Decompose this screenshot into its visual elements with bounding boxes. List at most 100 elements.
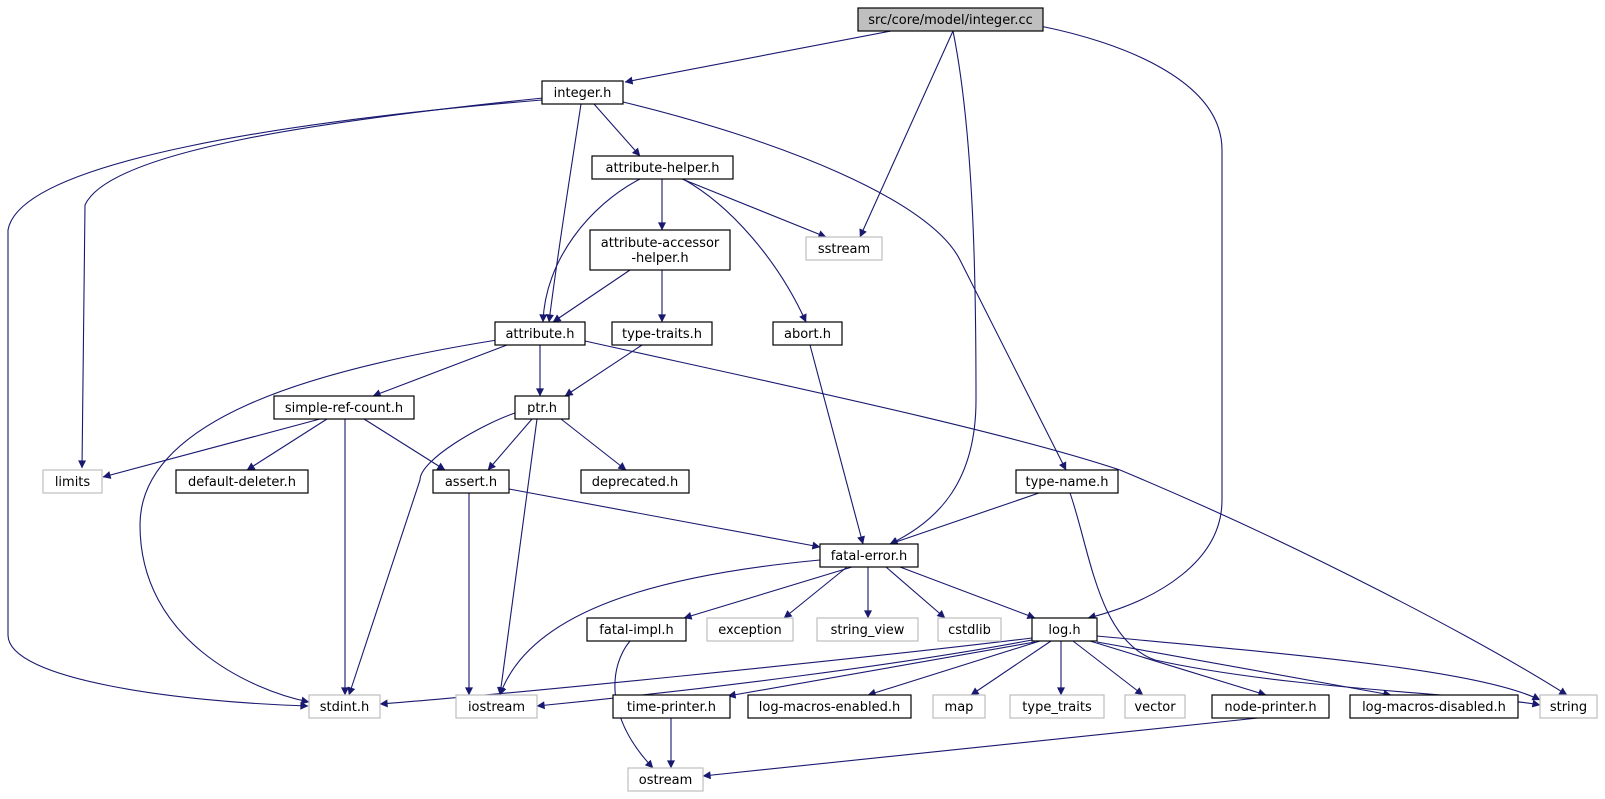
edge-integer-h-to-stdint-h: [7, 99, 543, 710]
edge-log-h-to-vector: [1072, 640, 1144, 696]
edge-attribute-h-to-simple-ref-count-h: [372, 344, 508, 398]
node-integer-h[interactable]: integer.h: [541, 80, 624, 105]
node-label: string: [1550, 700, 1587, 715]
edge-fatal-error-h-to-log-h: [899, 566, 1036, 620]
edge-integer-h-to-attribute-helper-h: [593, 103, 641, 157]
edge-log-h-to-stdint-h: [379, 637, 1033, 708]
edge-attribute-h-to-stdint-h: [139, 339, 498, 705]
edge-integer-cc-to-integer-h: [624, 30, 892, 85]
node-default-deleter-h[interactable]: default-deleter.h: [175, 469, 309, 494]
node-label: log-macros-disabled.h: [1362, 700, 1506, 715]
node-ptr-h[interactable]: ptr.h: [514, 395, 570, 420]
node-label: assert.h: [445, 475, 497, 490]
node-label: map: [945, 700, 974, 715]
node-iostream: iostream: [455, 694, 538, 719]
edge-integer-cc-to-log-h: [1039, 25, 1223, 621]
edge-type-name-h-to-string: [1069, 492, 1541, 708]
node-node-printer-h[interactable]: node-printer.h: [1211, 694, 1330, 719]
node-log-macros-disabled-h[interactable]: log-macros-disabled.h: [1349, 694, 1519, 719]
edge-ptr-h-to-deprecated-h: [560, 418, 627, 471]
node-type-name-h[interactable]: type-name.h: [1015, 469, 1119, 494]
node-fatal-error-h[interactable]: fatal-error.h: [819, 543, 919, 568]
node-label: fatal-error.h: [831, 549, 908, 564]
edge-fatal-error-h-to-cstdlib: [885, 566, 946, 619]
node-type-traits-h[interactable]: type-traits.h: [611, 321, 713, 346]
node-label: attribute.h: [505, 327, 574, 342]
node-label: src/core/model/integer.cc: [868, 13, 1033, 28]
node-type-traits: type_traits: [1009, 694, 1105, 719]
edge-fatal-error-h-to-fatal-impl-h: [683, 566, 853, 620]
node-label: exception: [718, 623, 782, 638]
node-label: ostream: [639, 773, 693, 788]
node-attribute-accessor-helper-h[interactable]: attribute-accessor-helper.h: [589, 229, 731, 271]
node-limits: limits: [42, 469, 103, 494]
node-cstdlib: cstdlib: [937, 617, 1002, 642]
edge-simple-ref-count-h-to-limits: [102, 418, 321, 479]
node-label: type_traits: [1022, 700, 1092, 715]
node-simple-ref-count-h[interactable]: simple-ref-count.h: [273, 395, 415, 420]
edge-log-h-to-log-macros-disabled-h: [1096, 641, 1392, 698]
node-attribute-helper-h[interactable]: attribute-helper.h: [591, 155, 734, 180]
edge-attribute-accessor-helper-h-to-attribute-h: [552, 269, 631, 323]
edge-assert-h-to-fatal-error-h: [508, 488, 821, 550]
node-label: cstdlib: [948, 623, 991, 638]
node-label: attribute-helper.h: [605, 161, 719, 176]
edge-simple-ref-count-h-to-assert-h: [363, 418, 446, 471]
edge-type-name-h-to-fatal-error-h: [889, 492, 1040, 546]
node-label: vector: [1134, 700, 1176, 715]
node-assert-h[interactable]: assert.h: [432, 469, 510, 494]
edge-integer-cc-to-sstream: [859, 30, 954, 238]
node-string-view: string_view: [816, 617, 919, 642]
edge-attribute-helper-h-to-sstream: [681, 178, 827, 238]
edge-log-h-to-time-printer-h: [727, 641, 1036, 699]
node-abort-h[interactable]: abort.h: [772, 321, 843, 346]
edge-type-traits-h-to-ptr-h: [564, 344, 643, 397]
edge-simple-ref-count-h-to-default-deleter-h: [246, 418, 328, 471]
node-time-printer-h[interactable]: time-printer.h: [612, 694, 731, 719]
edge-fatal-impl-h-to-ostream: [614, 640, 654, 769]
node-label: time-printer.h: [627, 700, 716, 715]
node-sstream: sstream: [805, 236, 883, 261]
node-label: attribute-accessor: [601, 236, 720, 251]
node-label: abort.h: [784, 327, 831, 342]
node-label: node-printer.h: [1224, 700, 1316, 715]
node-deprecated-h[interactable]: deprecated.h: [580, 469, 690, 494]
edge-abort-h-to-fatal-error-h: [809, 344, 865, 545]
edge-ptr-h-to-iostream: [497, 418, 538, 696]
edge-attribute-helper-h-to-attribute-h: [539, 178, 641, 323]
node-label: sstream: [818, 242, 870, 257]
node-log-h[interactable]: log.h: [1031, 617, 1098, 642]
node-label: ptr.h: [527, 401, 557, 416]
node-label: string_view: [831, 623, 905, 638]
edge-log-h-to-log-macros-enabled-h: [867, 640, 1041, 697]
edge-node-printer-h-to-ostream: [702, 717, 1259, 780]
node-log-macros-enabled-h[interactable]: log-macros-enabled.h: [747, 694, 912, 719]
node-fatal-impl-h[interactable]: fatal-impl.h: [586, 617, 687, 642]
edge-fatal-error-h-to-iostream: [498, 559, 821, 696]
node-label: deprecated.h: [592, 475, 678, 490]
node-label: log.h: [1048, 623, 1080, 638]
node-label: stdint.h: [320, 700, 369, 715]
node-label: type-traits.h: [622, 327, 702, 342]
node-label: limits: [55, 475, 91, 490]
node-label: type-name.h: [1026, 475, 1109, 490]
node-exception: exception: [706, 617, 794, 642]
node-ostream: ostream: [627, 767, 704, 792]
node-string: string: [1539, 694, 1598, 719]
node-label: simple-ref-count.h: [285, 401, 403, 416]
node-attribute-h[interactable]: attribute.h: [494, 321, 586, 346]
node-label: default-deleter.h: [188, 475, 296, 490]
node-map: map: [932, 694, 986, 719]
edge-ptr-h-to-assert-h: [487, 418, 533, 471]
edge-log-h-to-node-printer-h: [1089, 640, 1267, 697]
node-integer-cc[interactable]: src/core/model/integer.cc: [857, 7, 1044, 32]
edge-ptr-h-to-stdint-h: [347, 412, 516, 696]
edges-layer: [7, 25, 1568, 780]
node-label: -helper.h: [631, 251, 688, 266]
node-label: integer.h: [554, 86, 612, 101]
node-label: fatal-impl.h: [599, 623, 673, 638]
nodes-layer: src/core/model/integer.cc integer.h attrib…: [42, 7, 1598, 792]
node-stdint-h: stdint.h: [308, 694, 381, 719]
edge-integer-h-to-attribute-h: [545, 103, 582, 323]
node-label: iostream: [468, 700, 525, 715]
